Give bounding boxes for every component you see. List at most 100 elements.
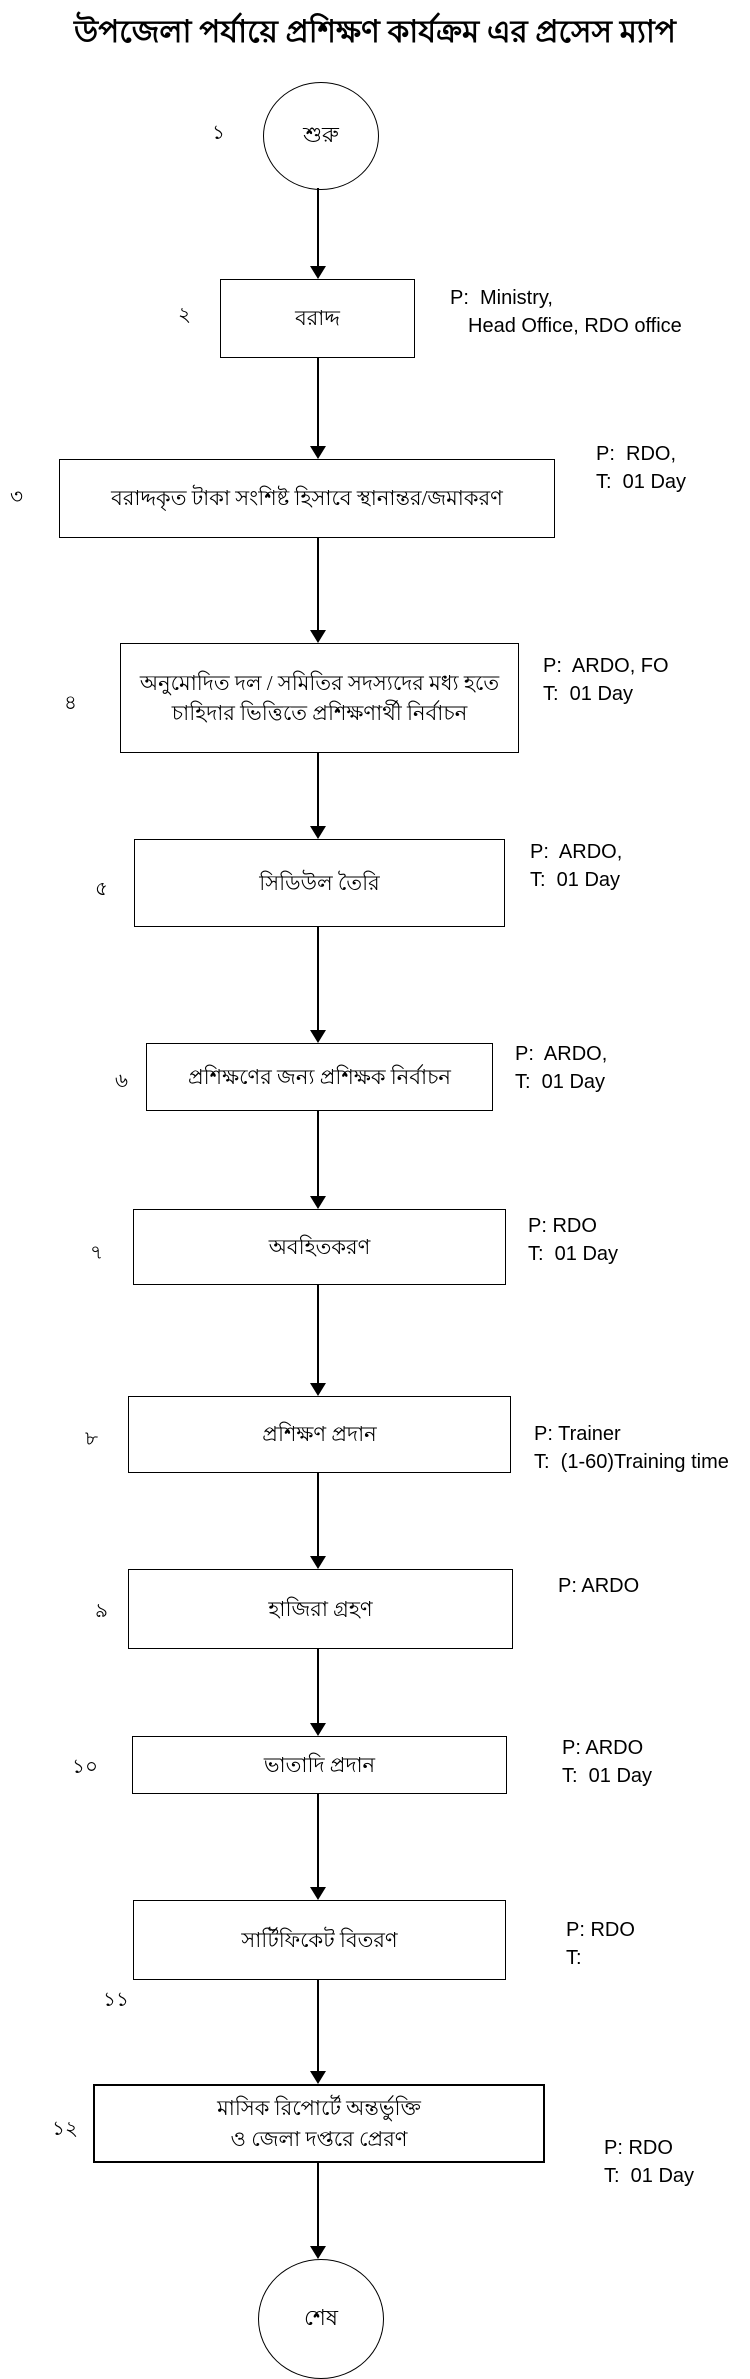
arrowhead-icon: [310, 2246, 326, 2259]
step-number-8: ৮: [85, 1428, 98, 1450]
annotation-step-10: P: ARDO T: 01 Day: [562, 1734, 652, 1790]
annotation-line: T: 01 Day: [543, 683, 634, 705]
annotation-line: T: (1-60)Training time: [534, 1451, 729, 1473]
flow-arrow-4-5: [310, 753, 326, 839]
annotation-line: P: ARDO,: [530, 841, 623, 863]
annotation-line: P: ARDO: [558, 1575, 640, 1597]
arrowhead-icon: [310, 266, 326, 279]
notification-box: অবহিতকরণ: [133, 1209, 506, 1285]
start-terminal: শুরু: [263, 82, 379, 190]
attendance-box-label: হাজিরা গ্রহণ: [268, 1596, 373, 1621]
arrowhead-icon: [310, 1383, 326, 1396]
annotation-step-9: P: ARDO: [558, 1572, 639, 1600]
annotation-line: T: 01 Day: [604, 2165, 695, 2187]
arrowhead-icon: [310, 1196, 326, 1209]
step-number-7: ৭: [90, 1242, 104, 1264]
arrow-shaft: [317, 358, 319, 447]
step-number-12: ১২: [52, 2118, 78, 2140]
step-number-10: ১০: [72, 1756, 98, 1778]
annotation-line: P: ARDO, FO: [543, 655, 669, 677]
trainee-selection-box: অনুমোদিত দল / সমিতির সদস্যদের মধ্য হতে চ…: [120, 643, 519, 753]
annotation-step-4: P: ARDO, FO T: 01 Day: [543, 652, 669, 708]
allowance-box-label: ভাতাদি প্রদান: [263, 1752, 376, 1777]
flow-arrow-10-11: [310, 1794, 326, 1900]
trainer-selection-box: প্রশিক্ষণের জন্য প্রশিক্ষক নির্বাচন: [146, 1043, 493, 1111]
arrow-shaft: [317, 1980, 319, 2072]
certificate-box: সার্টিফিকেট বিতরণ: [133, 1900, 506, 1980]
arrowhead-icon: [310, 826, 326, 839]
annotation-line: T: 01 Day: [596, 471, 687, 493]
trainee-selection-box-line1: অনুমোদিত দল / সমিতির সদস্যদের মধ্য হতে: [139, 670, 500, 695]
annotation-line: T:: [566, 1947, 582, 1969]
annotation-step-6: P: ARDO, T: 01 Day: [515, 1040, 607, 1096]
notification-box-label: অবহিতকরণ: [268, 1234, 371, 1259]
annotation-line: P: ARDO,: [515, 1043, 608, 1065]
trainer-selection-box-label: প্রশিক্ষণের জন্য প্রশিক্ষক নির্বাচন: [188, 1064, 451, 1089]
attendance-box: হাজিরা গ্রহণ: [128, 1569, 513, 1649]
fund-transfer-box-label: বরাদ্দকৃত টাকা সংশিষ্ট হিসাবে স্থানান্তর…: [111, 486, 503, 511]
arrow-shaft: [317, 1111, 319, 1197]
step-number-5: ৫: [95, 878, 108, 900]
training-delivery-box: প্রশিক্ষণ প্রদান: [128, 1396, 511, 1473]
allocation-box-label: বরাদ্দ: [295, 306, 340, 331]
allocation-box: বরাদ্দ: [220, 279, 415, 358]
annotation-line: P: Trainer: [534, 1423, 621, 1445]
annotation-line: P: ARDO: [562, 1737, 644, 1759]
step-number-2: ২: [178, 304, 192, 326]
step-number-6: ৬: [115, 1070, 129, 1092]
arrow-shaft: [317, 2163, 319, 2247]
arrowhead-icon: [310, 1723, 326, 1736]
annotation-line: T: 01 Day: [530, 869, 621, 891]
annotation-line: T: 01 Day: [562, 1765, 653, 1787]
flow-arrow-3-4: [310, 538, 326, 643]
fund-transfer-box: বরাদ্দকৃত টাকা সংশিষ্ট হিসাবে স্থানান্তর…: [59, 459, 555, 538]
arrowhead-icon: [310, 1030, 326, 1043]
step-number-4: ৪: [64, 692, 77, 714]
arrowhead-icon: [310, 2071, 326, 2084]
arrow-shaft: [317, 1794, 319, 1888]
flow-arrow-7-8: [310, 1285, 326, 1396]
schedule-box-label: সিডিউল তৈরি: [259, 870, 380, 895]
annotation-line: P: RDO: [604, 2137, 673, 2159]
arrow-shaft: [317, 1285, 319, 1384]
step-number-3: ৩: [10, 486, 24, 508]
flow-arrow-9-10: [310, 1649, 326, 1736]
annotation-step-12: P: RDO T: 01 Day: [604, 2134, 694, 2190]
flow-arrow-6-7: [310, 1111, 326, 1209]
annotation-line: T: 01 Day: [528, 1243, 619, 1265]
annotation-line: P: RDO: [566, 1919, 635, 1941]
monthly-report-box-line1: মাসিক রিপোর্টে অন্তর্ভুক্তি: [217, 2096, 421, 2121]
arrowhead-icon: [310, 630, 326, 643]
flow-arrow-1-2: [310, 188, 326, 279]
arrow-shaft: [317, 1473, 319, 1557]
page-title: উপজেলা পর্যায়ে প্রশিক্ষণ কার্যক্রম এর প…: [74, 14, 676, 49]
annotation-line: P: RDO: [528, 1215, 597, 1237]
end-terminal: শেষ: [258, 2259, 384, 2379]
step-number-9: ৯: [95, 1600, 108, 1622]
arrow-shaft: [317, 1649, 319, 1724]
annotation-step-5: P: ARDO, T: 01 Day: [530, 838, 622, 894]
arrowhead-icon: [310, 1556, 326, 1569]
annotation-line: P: RDO,: [596, 443, 677, 465]
annotation-step-2: P: Ministry, Head Office, RDO office: [450, 284, 682, 340]
annotation-line: P: Ministry,: [450, 287, 553, 309]
certificate-box-label: সার্টিফিকেট বিতরণ: [241, 1927, 398, 1952]
flow-arrow-8-9: [310, 1473, 326, 1569]
arrowhead-icon: [310, 446, 326, 459]
monthly-report-box: মাসিক রিপোর্টে অন্তর্ভুক্তি ও জেলা দপ্তর…: [93, 2084, 545, 2163]
annotation-step-8: P: Trainer T: (1-60)Training time: [534, 1420, 729, 1476]
annotation-step-7: P: RDO T: 01 Day: [528, 1212, 618, 1268]
arrow-shaft: [317, 753, 319, 827]
monthly-report-box-line2: ও জেলা দপ্তরে প্রেরণ: [230, 2126, 408, 2151]
step-number-11: ১১: [103, 1989, 129, 2011]
flow-arrow-11-12: [310, 1980, 326, 2084]
training-delivery-box-label: প্রশিক্ষণ প্রদান: [262, 1422, 377, 1447]
annotation-step-11: P: RDO T:: [566, 1916, 635, 1972]
schedule-box: সিডিউল তৈরি: [134, 839, 505, 927]
flow-arrow-12-end: [310, 2163, 326, 2259]
start-terminal-label: শুরু: [303, 121, 339, 147]
step-number-1: ১: [212, 122, 225, 144]
arrow-shaft: [317, 927, 319, 1031]
flow-arrow-2-3: [310, 358, 326, 459]
